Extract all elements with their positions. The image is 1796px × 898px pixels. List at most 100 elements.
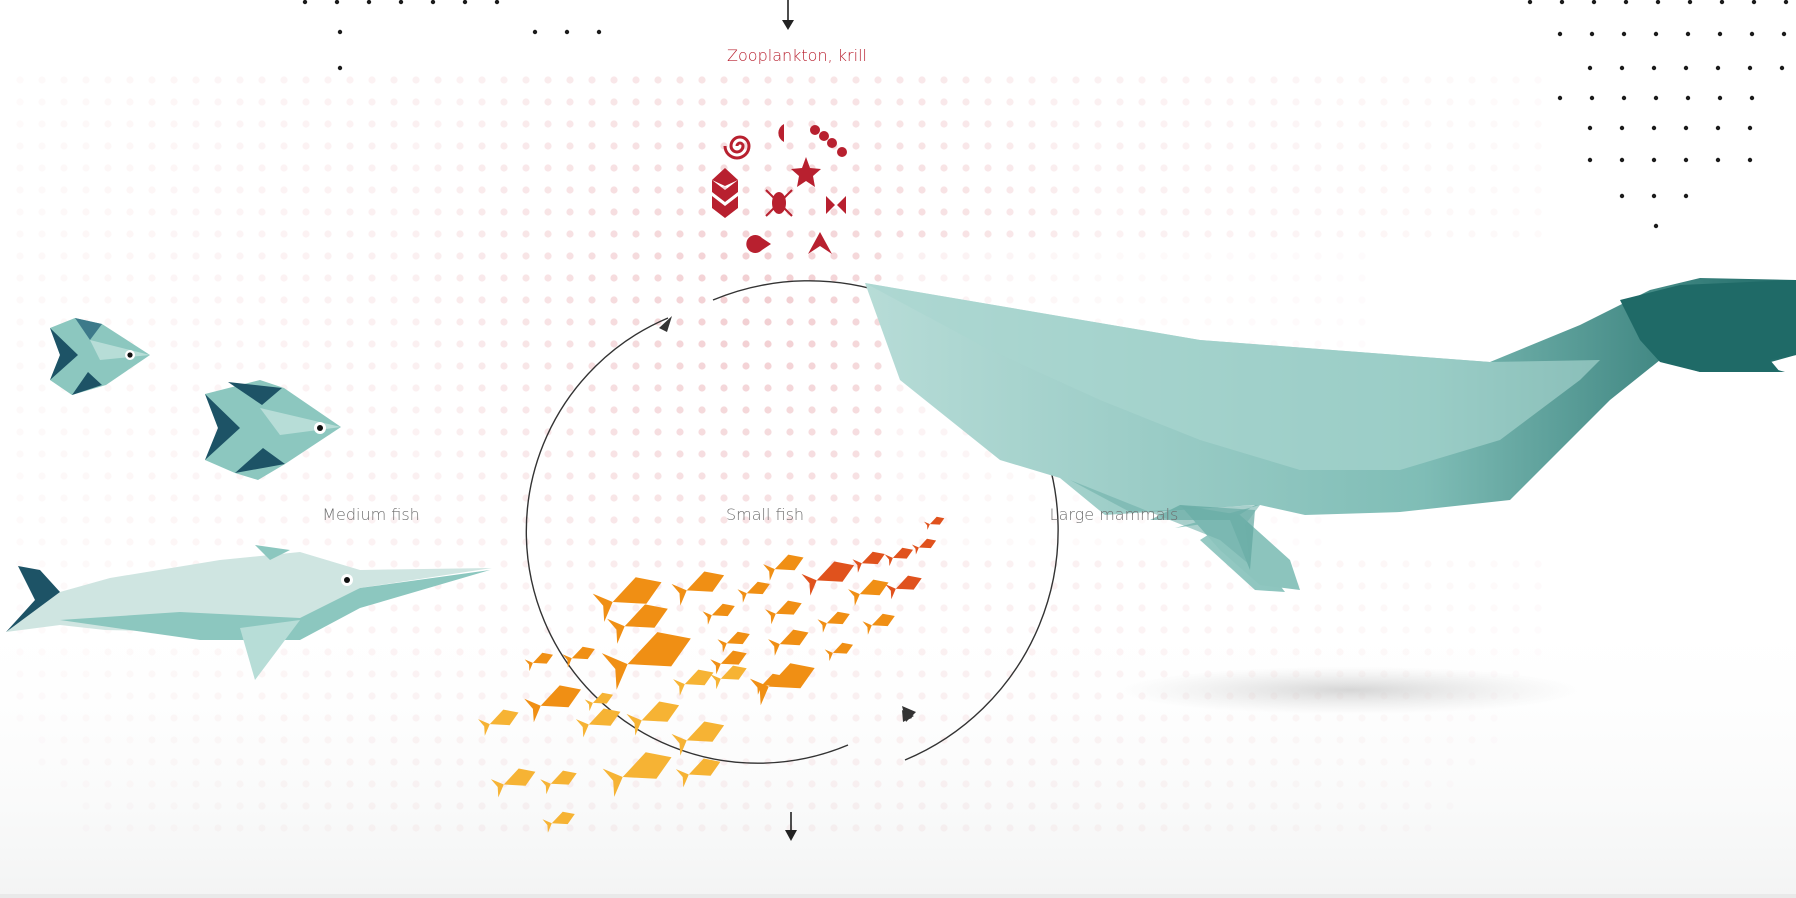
bg-dot: [742, 802, 750, 810]
bg-dot: [1292, 186, 1300, 194]
insect-icon: [765, 189, 793, 217]
bg-dot: [632, 494, 640, 502]
bg-dot: [1512, 164, 1520, 172]
bg-dot: [192, 274, 200, 282]
bg-dot: [1248, 714, 1256, 722]
bg-dot: [412, 230, 420, 238]
bg-dot: [764, 802, 772, 810]
bg-dot: [38, 340, 46, 348]
bg-dot: [918, 494, 926, 502]
bg-dot: [808, 538, 816, 546]
bg-dot: [324, 318, 332, 326]
bg-dot: [302, 714, 310, 722]
bg-dot: [610, 406, 618, 414]
bg-dot: [148, 758, 156, 766]
bg-dot: [830, 164, 838, 172]
bg-dot: [698, 252, 706, 260]
bg-dot: [390, 538, 398, 546]
bg-dot: [1028, 516, 1036, 524]
bg-dot: [16, 296, 24, 304]
bg-dot: [1226, 120, 1234, 128]
bg-dot: [368, 142, 376, 150]
bg-dot: [1534, 560, 1542, 568]
bg-dot: [918, 692, 926, 700]
bg-dot: [1534, 648, 1542, 656]
bg-dot: [610, 340, 618, 348]
bg-dot: [324, 780, 332, 788]
bg-dot: [1072, 274, 1080, 282]
bg-dot: [1380, 98, 1388, 106]
bg-dot: [236, 648, 244, 656]
bg-dot: [1050, 296, 1058, 304]
bg-dot: [720, 274, 728, 282]
bg-dot: [82, 538, 90, 546]
bg-dot: [1006, 560, 1014, 568]
bg-dot: [280, 538, 288, 546]
bg-dot: [434, 384, 442, 392]
bg-dot: [214, 142, 222, 150]
bg-dot: [698, 406, 706, 414]
bg-dot: [742, 450, 750, 458]
bg-dot: [1380, 120, 1388, 128]
bg-dot: [588, 824, 596, 832]
bg-dot: [1226, 736, 1234, 744]
bg-dot: [1314, 582, 1322, 590]
bg-dot: [60, 714, 68, 722]
bg-dot: [852, 516, 860, 524]
bg-dot: [918, 406, 926, 414]
bg-dot: [368, 406, 376, 414]
bg-dot: [1358, 824, 1366, 832]
bg-dot: [786, 252, 794, 260]
bg-dot: [1204, 120, 1212, 128]
bg-dot: [192, 802, 200, 810]
bg-dot: [434, 274, 442, 282]
bg-dot: [1204, 318, 1212, 326]
corner-dot: [1717, 95, 1723, 101]
bg-dot: [1358, 736, 1366, 744]
bg-dot: [16, 384, 24, 392]
bg-dot: [104, 538, 112, 546]
bg-dot: [1248, 186, 1256, 194]
bg-dot: [742, 736, 750, 744]
bg-dot: [368, 692, 376, 700]
bg-dot: [1270, 164, 1278, 172]
bg-dot: [1072, 670, 1080, 678]
bg-dot: [60, 692, 68, 700]
bg-dot: [654, 802, 662, 810]
bg-dot: [1138, 714, 1146, 722]
bg-dot: [280, 142, 288, 150]
bg-dot: [874, 120, 882, 128]
bg-dot: [808, 428, 816, 436]
bg-dot: [742, 318, 750, 326]
bg-dot: [302, 824, 310, 832]
bg-dot: [874, 802, 882, 810]
bg-dot: [1424, 604, 1432, 612]
bg-dot: [1358, 340, 1366, 348]
small-fish: [911, 538, 937, 555]
bg-dot: [368, 120, 376, 128]
bg-dot: [1050, 142, 1058, 150]
bg-dot: [1138, 252, 1146, 260]
bg-dot: [456, 516, 464, 524]
bg-dot: [544, 670, 552, 678]
bg-dot: [456, 274, 464, 282]
bg-dot: [742, 472, 750, 480]
bg-dot: [522, 384, 530, 392]
bg-dot: [170, 296, 178, 304]
bg-dot: [82, 450, 90, 458]
bg-dot: [1402, 604, 1410, 612]
bg-dot: [1050, 538, 1058, 546]
bg-dot: [522, 802, 530, 810]
bg-dot: [38, 98, 46, 106]
bg-dot: [104, 230, 112, 238]
bg-dot: [1160, 164, 1168, 172]
bg-dot: [1314, 252, 1322, 260]
bg-dot: [764, 670, 772, 678]
bg-dot: [126, 648, 134, 656]
bg-dot: [412, 450, 420, 458]
bg-dot: [632, 76, 640, 84]
bg-dot: [1204, 208, 1212, 216]
bg-dot: [1336, 758, 1344, 766]
bg-dot: [1072, 516, 1080, 524]
bg-dot: [500, 318, 508, 326]
